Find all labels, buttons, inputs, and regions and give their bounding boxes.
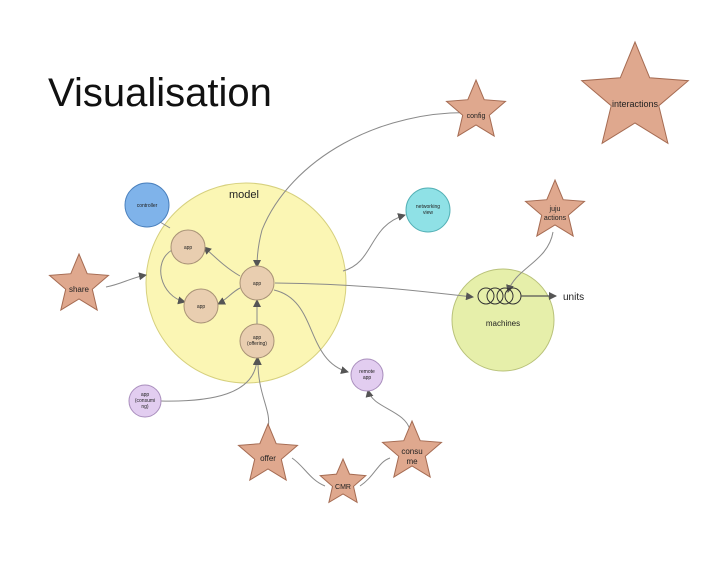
edge-config-to-app (253, 112, 479, 268)
offer-label: offer (260, 454, 276, 463)
juju-actions-star[interactable] (524, 178, 586, 238)
app-middle-node[interactable] (183, 288, 219, 324)
app-top-node[interactable] (170, 229, 206, 265)
controller-node[interactable] (124, 182, 170, 228)
app-top-label: app (184, 245, 193, 251)
unit-ring-2 (486, 287, 504, 305)
app-center-node[interactable] (239, 265, 275, 301)
app-consuming-label-3: ng) (141, 404, 149, 410)
remote-app-node[interactable] (350, 358, 384, 392)
remote-app-label-2: app (363, 375, 372, 381)
edge-app-to-networking (342, 213, 406, 272)
edge-app-top-to-app-middle (160, 249, 186, 305)
networking-view-node[interactable] (405, 187, 451, 233)
cmr-star[interactable] (318, 457, 368, 504)
units-label: units (563, 292, 584, 303)
juju-actions-label-2: actions (544, 215, 567, 222)
consume-label-2: me (406, 457, 418, 466)
app-consuming-label-1: app (141, 392, 150, 398)
edge-app-to-app-top (203, 246, 241, 277)
networking-view-label-1: networking (416, 204, 440, 210)
networking-view-label-2: view (423, 210, 433, 216)
offer-star[interactable] (237, 422, 299, 482)
app-offering-node[interactable] (239, 323, 275, 359)
share-star[interactable] (48, 252, 110, 312)
config-star[interactable] (445, 78, 507, 138)
config-label: config (467, 113, 486, 120)
page-title: Visualisation (48, 71, 272, 115)
remote-app-label-1: remote (359, 369, 375, 375)
share-label: share (69, 285, 90, 294)
edge-cmr-to-consume (359, 457, 391, 487)
edge-offer-to-offering (253, 357, 270, 429)
edge-offer-to-cmr (291, 457, 326, 487)
controller-label: controller (137, 203, 158, 209)
interactions-star[interactable] (580, 40, 690, 145)
edge-app-to-machines (274, 282, 474, 301)
edges (105, 112, 554, 487)
machines-label: machines (486, 319, 520, 328)
juju-actions-label-1: juju (549, 206, 561, 213)
consume-label-1: consu (401, 447, 422, 456)
edge-app-to-app-middle (217, 287, 241, 305)
app-consuming-node[interactable] (128, 384, 162, 418)
app-consuming-label-2: (consumi (135, 398, 155, 404)
interactions-label: interactions (612, 99, 659, 109)
app-offering-label-1: app (253, 335, 262, 341)
model-label: model (229, 189, 259, 201)
app-center-label: app (253, 281, 262, 287)
consume-star[interactable] (381, 419, 443, 479)
edge-consume-to-remote (365, 389, 411, 431)
app-middle-label: app (197, 304, 206, 310)
unit-ring-1 (477, 287, 495, 305)
machines-circle[interactable] (451, 268, 555, 372)
edge-app-to-remote (273, 289, 349, 374)
app-offering-label-2: (offering) (247, 341, 267, 347)
edge-consuming-to-offering (160, 357, 261, 402)
edge-controller-to-model (159, 221, 171, 229)
edge-share-to-model (105, 272, 147, 288)
edge-actions-to-units (506, 231, 554, 293)
cmr-label: CMR (335, 484, 351, 491)
unit-ring-3 (496, 287, 514, 305)
